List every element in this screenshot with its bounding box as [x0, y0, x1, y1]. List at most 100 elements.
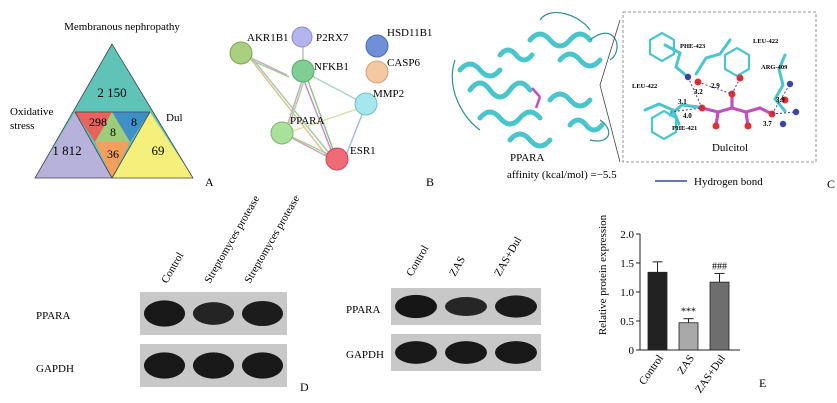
distance-label-1: 3.2 — [694, 88, 703, 96]
network-node-akr1b1 — [229, 41, 253, 65]
docking-affinity-label: affinity (kcal/mol) =−5.5 — [507, 169, 617, 181]
venn-count-top-right: 8 — [131, 115, 137, 129]
bar-chart-e: Relative protein expression 0 0.5 1.0 1.5 2.… — [597, 214, 766, 396]
hydrogen-bond-lines — [669, 76, 797, 115]
network-node-esr1 — [325, 147, 349, 171]
panel-label-a: A — [205, 175, 214, 189]
x-tick-label: ZAS — [675, 353, 697, 377]
dulcitol-ligand — [701, 94, 773, 127]
band-gapdh-2 — [192, 352, 235, 379]
ligand-in-protein — [531, 87, 542, 109]
venn-region-top-left — [75, 112, 112, 142]
venn-left-label-line1: Oxidative — [10, 106, 53, 118]
x-tick-label: Control — [637, 353, 666, 387]
venn-count-center: 8 — [110, 125, 116, 139]
wb1-row-label-ppara: PPARA — [36, 310, 71, 322]
bar-zas-dul — [709, 281, 730, 351]
venn-region-right — [112, 112, 193, 178]
y-tick-label: 2.0 — [620, 229, 634, 241]
network-node-ppara — [270, 121, 294, 145]
network-label-casp6: CASP6 — [387, 57, 421, 69]
network-label-ppara: PPARA — [290, 115, 325, 127]
venn-region-left-right — [95, 142, 130, 178]
venn-diagram: Membranous nephropathy Oxidative stress … — [10, 21, 214, 189]
residue-label-leu422-left: LEU-422 — [632, 83, 657, 90]
distance-label-2: 2.9 — [711, 82, 720, 90]
distance-label-5: 3.9 — [776, 96, 785, 104]
ppi-network: AKR1B1 P2RX7 HSD11B1 CASP6 NFKB1 MMP2 PP… — [229, 26, 434, 189]
network-node-nfkb1 — [291, 59, 315, 83]
distance-label-3: 3.1 — [678, 98, 687, 106]
network-node-casp6 — [365, 60, 389, 84]
docking-panel: PHE-423 LEU-422 LEU-422 ARG-409 PHE-421 … — [451, 11, 835, 191]
venn-region-left — [35, 112, 112, 178]
ligand-label: Dulcitol — [712, 142, 748, 154]
band-gapdh-3 — [495, 341, 537, 364]
venn-count-right: 69 — [152, 143, 165, 158]
wb1-bands — [143, 300, 284, 379]
residue-label-leu422-top: LEU-422 — [753, 38, 778, 45]
band-gapdh-1 — [395, 341, 437, 364]
chart-ylabel: Relative protein expression — [597, 214, 609, 335]
band-gapdh-3 — [241, 352, 284, 379]
wb2-lane-label-control: Control — [404, 243, 431, 278]
panel-label-b: B — [426, 175, 434, 189]
residue-label-phe423: PHE-423 — [680, 43, 706, 50]
y-tick-label: 0.5 — [620, 316, 634, 328]
network-label-p2rx7: P2RX7 — [316, 32, 349, 44]
significance-label: *** — [681, 307, 696, 318]
y-tick-label: 0 — [629, 345, 635, 357]
wb2-row-label-gapdh: GAPDH — [346, 349, 384, 361]
network-node-mmp2 — [354, 92, 378, 116]
panel-label-e: E — [759, 376, 766, 390]
y-tick-label: 1.5 — [620, 258, 634, 270]
panel-label-d: D — [300, 380, 309, 394]
network-node-p2rx7 — [291, 26, 313, 48]
band-ppara-3 — [241, 300, 284, 327]
bar-zas — [678, 322, 699, 351]
band-ppara-3 — [495, 295, 537, 318]
venn-count-left-right: 36 — [107, 147, 119, 161]
network-label-esr1: ESR1 — [350, 145, 376, 157]
venn-left-label-line2: stress — [10, 120, 34, 132]
docking-protein-label: PPARA — [510, 152, 545, 164]
network-label-akr1b1: AKR1B1 — [247, 32, 289, 44]
protein-loops — [451, 11, 618, 142]
distance-label-4: 4.0 — [683, 112, 692, 120]
residue-label-arg409: ARG-409 — [761, 64, 788, 71]
band-ppara-2 — [192, 302, 235, 325]
bar-control — [647, 271, 668, 351]
residue-label-phe421: PHE-421 — [672, 125, 697, 132]
band-ppara-2 — [445, 296, 487, 317]
wb2-lane-label-zas-dul: ZAS+Dul — [492, 235, 524, 279]
wb1-row-label-gapdh: GAPDH — [36, 363, 74, 375]
chart-bars: Control *** ZAS ### ZAS+Dul — [637, 261, 730, 396]
hbond-legend-label: Hydrogen bond — [694, 176, 763, 188]
band-ppara-1 — [143, 300, 186, 327]
venn-region-top-right — [112, 112, 150, 142]
venn-count-left: 1 812 — [52, 143, 81, 158]
x-tick-label: ZAS+Dul — [693, 353, 728, 396]
venn-count-top-left: 298 — [89, 115, 107, 129]
y-tick-label: 1.0 — [620, 287, 634, 299]
venn-region-center — [95, 112, 130, 142]
wb2-bands — [395, 294, 537, 364]
wb2-row-label-ppara: PPARA — [346, 304, 381, 316]
network-node-hsd11b1 — [365, 34, 389, 58]
venn-top-label: Membranous nephropathy — [64, 21, 180, 33]
significance-label: ### — [712, 261, 727, 272]
aromatic-rings — [648, 31, 751, 141]
network-label-hsd11b1: HSD11B1 — [387, 27, 432, 39]
network-label-mmp2: MMP2 — [373, 88, 404, 100]
wb2-lane-label-zas: ZAS — [447, 255, 468, 279]
western-blot-panel: Control Streptomyces protease Streptomyc… — [36, 195, 541, 394]
panel-label-c: C — [827, 177, 835, 191]
venn-count-top: 2 150 — [97, 85, 126, 100]
band-gapdh-2 — [445, 341, 487, 364]
network-label-nfkb1: NFKB1 — [314, 61, 349, 73]
wb1-lane-label-control: Control — [159, 250, 186, 285]
protein-ribbon — [457, 31, 605, 149]
distance-label-6: 3.7 — [763, 120, 772, 128]
band-gapdh-1 — [143, 352, 186, 379]
band-ppara-1 — [395, 294, 437, 319]
